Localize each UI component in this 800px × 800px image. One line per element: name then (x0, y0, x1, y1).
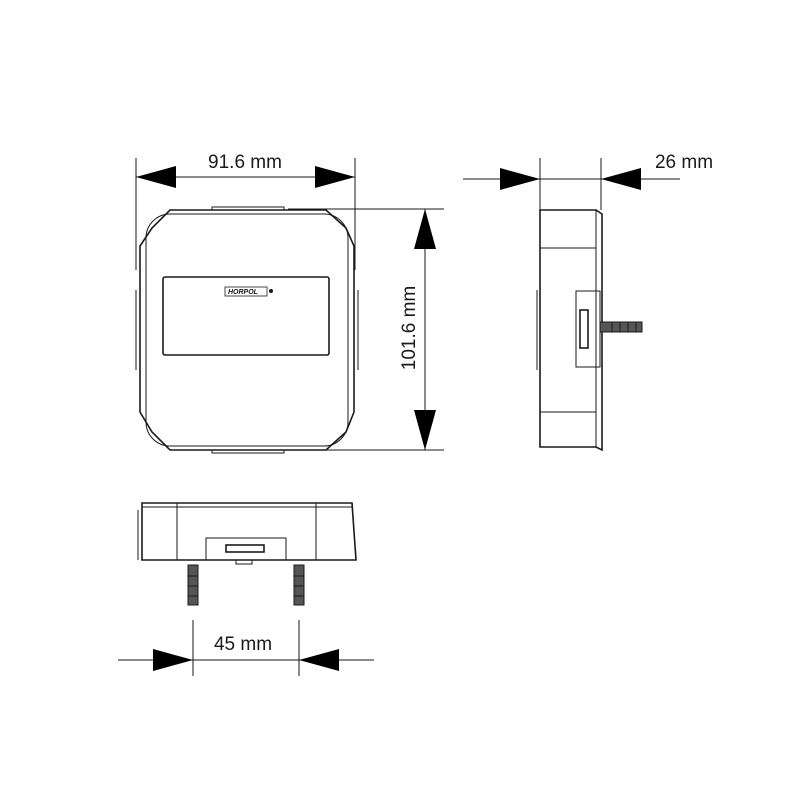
dim-label-spacing: 45 mm (214, 634, 272, 655)
dim-front-height: 101.6 mm (288, 208, 444, 451)
front-housing-outline (139, 209, 355, 451)
arrowhead-right (315, 166, 355, 188)
arrowhead-left (153, 649, 193, 671)
dim-label-height: 101.6 mm (399, 286, 420, 370)
side-housing-outline (539, 209, 603, 452)
dim-side-depth: 26 mm (463, 152, 713, 210)
dim-front-width: 91.6 mm (135, 152, 356, 270)
bottom-connector-slot (225, 544, 265, 553)
arrowhead-left (136, 166, 176, 188)
front-housing-rim (145, 213, 349, 447)
bottom-bolt-right (293, 564, 305, 606)
dim-label-width: 91.6 mm (208, 152, 282, 173)
logo-text: HORPOL (228, 289, 258, 296)
logo-badge (224, 286, 268, 297)
arrowhead-bottom (414, 410, 436, 450)
side-bolt (599, 321, 643, 333)
logo-dot (269, 289, 273, 293)
dim-label-depth: 26 mm (655, 152, 713, 173)
front-bottom-tab (211, 450, 285, 454)
bottom-bolt-left (187, 564, 199, 606)
dim-bolt-spacing: 45 mm (118, 620, 374, 676)
bottom-view (137, 502, 357, 606)
side-view (536, 209, 643, 452)
arrowhead-left (500, 168, 540, 190)
bottom-connector-tab (235, 559, 253, 565)
front-top-tab (211, 206, 285, 210)
front-lens (162, 276, 330, 356)
bottom-housing-outline (141, 502, 357, 561)
bottom-connector-block (205, 537, 287, 561)
arrowhead-right (299, 649, 339, 671)
arrowhead-top (414, 209, 436, 249)
front-view: HORPOL (135, 206, 359, 454)
arrowhead-right (601, 168, 641, 190)
side-connector-slot (579, 309, 589, 349)
